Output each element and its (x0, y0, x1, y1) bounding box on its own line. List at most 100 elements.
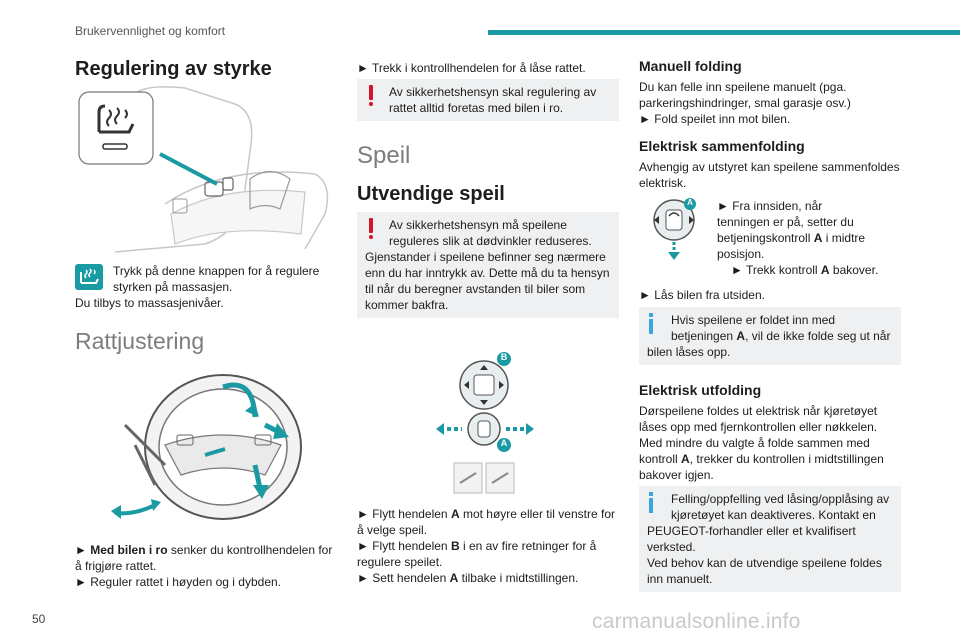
mirror-step2-post: i en av fire retninger for å (459, 539, 597, 553)
massage-note: Du tilbys to massasjenivåer. (75, 296, 224, 310)
page-number: 50 (32, 612, 46, 626)
mirror-step3-post: tilbake i midtstillingen. (458, 571, 579, 585)
mirror-step3-bold: A (449, 571, 459, 585)
lock-car-step: Lås bilen fra utsiden. (654, 288, 765, 302)
mirror-control-illustration: B A (436, 345, 536, 497)
mirror-step1-bold: A (450, 507, 460, 521)
mirror-step1-pre: Flytt hendelen (372, 507, 451, 521)
steering-step1-rest: senker du kontrollhendelen for (167, 543, 333, 557)
warning2-line1: Av sikkerhetshensyn må speilene (389, 218, 567, 232)
mirror-step1-line2: å velge speil. (357, 523, 428, 537)
info1-line2-pre: betjeningen (671, 329, 737, 343)
warning-icon (367, 218, 375, 239)
bullet-arrow: ► (75, 575, 91, 589)
callout-b: B (500, 352, 508, 362)
fold-step1-l4: posisjon. (717, 247, 765, 261)
manual-fold-title: Manuell folding (639, 58, 742, 74)
info2-line3: PEUGEOT-forhandler eller et kvalifisert (647, 524, 856, 538)
fold-step1-l3-post: i midtre (822, 231, 866, 245)
info2-line1: Felling/oppfelling ved låsing/opplåsing … (671, 492, 890, 506)
fold-step2-pre: Trekk kontroll (746, 263, 821, 277)
bullet-arrow: ► (639, 288, 655, 302)
fold-step1-l3-bold: A (813, 231, 823, 245)
info2-line2: kjøretøyet kan deaktiveres. Kontakt en (671, 508, 876, 522)
info-icon (649, 492, 653, 513)
steering-step2: Reguler rattet i høyden og i dybden. (90, 575, 281, 589)
bullet-arrow: ► (731, 263, 746, 277)
manual-step: Fold speilet inn mot bilen. (654, 112, 791, 126)
warning1-line2: rattet alltid foretas med bilen i ro. (389, 101, 564, 115)
running-header: Brukervennlighet og komfort (75, 24, 226, 38)
info1-line3: bilen låses opp. (647, 345, 731, 359)
callout-a: A (687, 198, 693, 207)
warning2-line5: til når du beregner avstanden til biler … (365, 282, 586, 296)
bullet-arrow: ► (357, 61, 372, 75)
mirror-title: Speil (357, 142, 411, 169)
warning2-line4: enn du har inntrykk av. Dette må du ta h… (365, 266, 610, 280)
mirror-step2-line2: regulere speilet. (357, 555, 443, 569)
steering-title: Rattjustering (75, 328, 205, 354)
manual-line1: Du kan felle inn speilene manuelt (pga. (639, 80, 847, 94)
fold-mirror-icon (653, 198, 696, 260)
bullet-arrow: ► (639, 112, 655, 126)
callout-a: A (500, 438, 508, 448)
warning1-line1: Av sikkerhetshensyn skal regulering av (389, 85, 597, 99)
warning2-line6: kommer bakfra. (365, 298, 449, 312)
info1-line2-bold: A (736, 329, 746, 343)
fold-mirror-illustration: A (650, 196, 700, 262)
fold-step2-post: bakover. (829, 263, 879, 277)
steering-step1-line2: å frigjøre rattet. (75, 559, 157, 573)
warning2-line2: reguleres slik at dødvinkler reduseres. (389, 234, 592, 248)
info2-line5: Ved behov kan de utvendige speilene fold… (647, 556, 882, 570)
warning-box-mirror: Av sikkerhetshensyn må speilene regulere… (357, 212, 619, 318)
electric-fold-title: Elektrisk sammenfolding (639, 138, 805, 154)
info-box-fold: Hvis speilene er foldet inn med betjenin… (639, 307, 901, 365)
fold-step1-l1: Fra innsiden, når (732, 199, 823, 213)
unfold-line4-post: , trekker du kontrollen i midtstillingen (689, 452, 884, 466)
fold-step2-bold: A (820, 263, 830, 277)
unfold-line5: bakover igjen. (639, 468, 714, 482)
info-icon (649, 313, 653, 334)
bullet-arrow: ► (357, 539, 373, 553)
info1-line2-post: , vil de ikke folde seg ut når (745, 329, 891, 343)
unfold-line4-bold: A (681, 452, 690, 466)
unfold-line4-pre: kontroll (639, 452, 682, 466)
massage-title: Regulering av styrke (75, 58, 272, 80)
watermark: carmanualsonline.info (592, 610, 801, 633)
electric-line1: Avhengig av utstyret kan speilene sammen… (639, 160, 900, 174)
mirror-step1-post: mot høyre eller til venstre for (459, 507, 615, 521)
bullet-arrow: ► (357, 507, 373, 521)
warning2-line3: Gjenstander i speilene befinner seg nærm… (365, 250, 606, 264)
seat-massage-illustration (75, 84, 337, 254)
info2-line6: inn manuelt. (647, 572, 713, 586)
bullet-arrow: ► (75, 543, 91, 557)
info1-line1: Hvis speilene er foldet inn med (671, 313, 836, 327)
seat-massage-icon (97, 104, 135, 150)
warning-box-steering: Av sikkerhetshensyn skal regulering av r… (357, 79, 619, 121)
fold-step1-l2: tenningen er på, setter du (717, 215, 854, 229)
bullet-arrow: ► (357, 571, 373, 585)
steering-step1-bold: Med bilen i ro (90, 543, 168, 557)
massage-instruction-line1: Trykk på denne knappen for å regulere (113, 264, 320, 278)
massage-instruction-line2: styrken på massasjen. (113, 280, 233, 294)
mirror-control-icon (436, 352, 534, 494)
info-box-deactivate: Felling/oppfelling ved låsing/opplåsing … (639, 486, 901, 592)
electric-unfold-title: Elektrisk utfolding (639, 382, 762, 398)
bullet-arrow: ► (717, 199, 733, 213)
unfold-line1: Dørspeilene foldes ut elektrisk når kjør… (639, 404, 878, 418)
mirror-step2-bold: B (450, 539, 460, 553)
unfold-line2: låses opp med fjernkontrollen eller nøkk… (639, 420, 878, 434)
mirror-step3-pre: Sett hendelen (372, 571, 450, 585)
info2-line4: verksted. (647, 540, 696, 554)
outer-mirror-title: Utvendige speil (357, 183, 505, 205)
header-accent-bar (488, 30, 960, 35)
fold-step1-l3-pre: betjeningskontroll (717, 231, 814, 245)
manual-line2: parkeringshindringer, smal garasje osv.) (639, 96, 851, 110)
electric-line2: elektrisk. (639, 176, 687, 190)
warning-icon (367, 85, 375, 106)
lock-wheel-step: Trekk i kontrollhendelen for å låse ratt… (372, 61, 586, 75)
steering-wheel-illustration (105, 365, 305, 525)
unfold-line3: Med mindre du valgte å folde sammen med (639, 436, 870, 450)
mirror-step2-pre: Flytt hendelen (372, 539, 451, 553)
seat-massage-icon (75, 264, 103, 290)
